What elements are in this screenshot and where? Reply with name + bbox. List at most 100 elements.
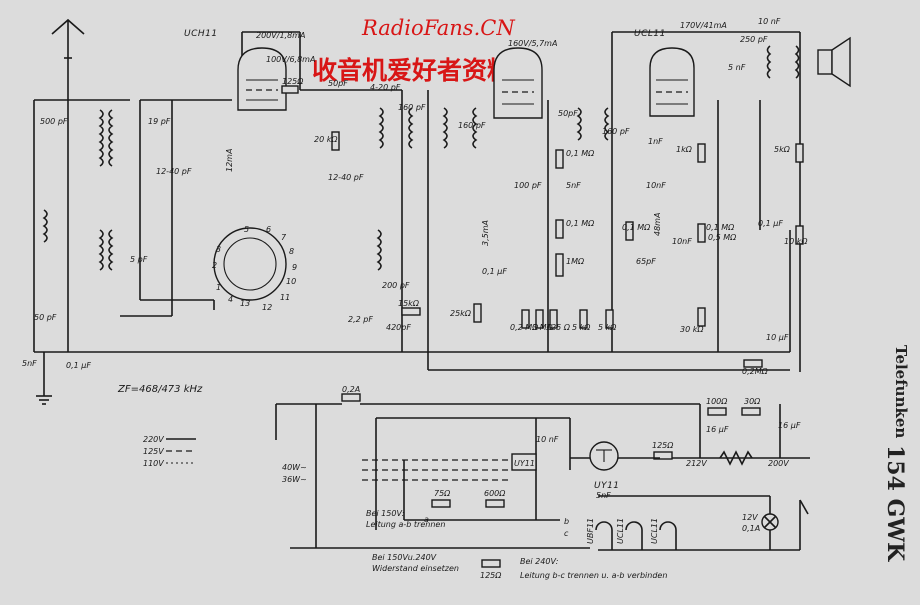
svg-text:0,1 µF: 0,1 µF <box>66 361 91 370</box>
svg-text:11: 11 <box>280 293 290 302</box>
mains-power-36w: 36W~ <box>282 475 307 484</box>
svg-text:30Ω: 30Ω <box>744 397 761 406</box>
svg-text:9: 9 <box>292 263 297 272</box>
voltage-legend: 220V 125V 110V <box>143 435 196 468</box>
svg-text:420pF: 420pF <box>386 323 411 332</box>
svg-text:16 µF: 16 µF <box>706 425 729 434</box>
tube-uy11: UY11 UY11 <box>511 441 620 491</box>
if-coils <box>376 107 610 271</box>
svg-text:48mA: 48mA <box>653 213 662 236</box>
svg-text:100V/6,8mA: 100V/6,8mA <box>266 55 315 64</box>
svg-text:12mA: 12mA <box>225 149 234 172</box>
note-bei240-title: Bei 240V: <box>520 557 559 566</box>
svg-text:125Ω: 125Ω <box>652 441 674 450</box>
svg-text:160 pF: 160 pF <box>398 103 426 112</box>
svg-text:10: 10 <box>286 277 296 286</box>
svg-text:50pF: 50pF <box>328 79 348 88</box>
svg-text:5: 5 <box>244 225 249 234</box>
svg-text:50 pF: 50 pF <box>34 313 57 322</box>
tube-label-uch11: UCH11 <box>184 29 218 39</box>
svg-text:10 nF: 10 nF <box>758 17 781 26</box>
mains-power-40w: 40W~ <box>282 463 307 472</box>
svg-text:600Ω: 600Ω <box>484 489 506 498</box>
svg-text:12-40 pF: 12-40 pF <box>328 173 364 182</box>
svg-text:5kΩ: 5kΩ <box>774 145 791 154</box>
svg-text:0,1 µF: 0,1 µF <box>758 219 783 228</box>
tube-label-ucl11: UCL11 <box>634 29 666 39</box>
svg-text:250 pF: 250 pF <box>740 35 768 44</box>
svg-text:0,1 µF: 0,1 µF <box>482 267 507 276</box>
antenna-coils <box>42 109 114 271</box>
svg-text:5 kΩ: 5 kΩ <box>598 323 617 332</box>
svg-text:1nF: 1nF <box>648 137 663 146</box>
svg-text:100Ω: 100Ω <box>706 397 728 406</box>
svg-text:16 µF: 16 µF <box>778 421 801 430</box>
svg-text:1kΩ: 1kΩ <box>676 145 693 154</box>
svg-text:0,1 MΩ: 0,1 MΩ <box>706 223 735 232</box>
tube-uch11: UCH11 <box>184 29 287 111</box>
svg-text:500 pF: 500 pF <box>40 117 68 126</box>
svg-text:5 pF: 5 pF <box>130 255 148 264</box>
svg-text:0,2MΩ: 0,2MΩ <box>742 367 769 376</box>
tube-ubf11 <box>493 47 543 119</box>
svg-text:0,1 MΩ: 0,1 MΩ <box>622 223 651 232</box>
ground-icon <box>36 352 52 405</box>
waveband-switch[interactable]: 5 6 7 8 9 10 11 12 13 4 1 2 3 <box>212 225 297 312</box>
tube-ucl11: UCL11 <box>634 29 695 117</box>
svg-text:30 kΩ: 30 kΩ <box>680 325 704 334</box>
svg-text:3: 3 <box>216 245 221 254</box>
svg-text:4-20 pF: 4-20 pF <box>370 83 401 92</box>
svg-text:10 µF: 10 µF <box>766 333 789 342</box>
note-bei150-title: Bei 150V: <box>366 509 405 518</box>
svg-text:10nF: 10nF <box>672 237 692 246</box>
svg-text:12-40 pF: 12-40 pF <box>156 167 192 176</box>
if-frequency: ZF=468/473 kHz <box>117 384 203 395</box>
svg-text:5 nF: 5 nF <box>728 63 746 72</box>
note-bei150-240-text: Widerstand einsetzen <box>372 564 459 573</box>
svg-text:7: 7 <box>281 233 287 242</box>
svg-text:13: 13 <box>240 299 250 308</box>
svg-text:2: 2 <box>212 261 217 270</box>
note-bei150-text: Leitung a-b trennen <box>366 520 445 529</box>
svg-text:0,5 MΩ: 0,5 MΩ <box>708 233 737 242</box>
svg-text:UCL11: UCL11 <box>650 518 659 544</box>
svg-text:0,1 MΩ: 0,1 MΩ <box>566 219 595 228</box>
svg-text:10nF: 10nF <box>646 181 666 190</box>
note-bei240-text: Leitung b-c trennen u. a-b verbinden <box>520 571 667 580</box>
svg-text:8: 8 <box>289 247 294 256</box>
svg-text:220V: 220V <box>143 435 164 444</box>
svg-text:125V: 125V <box>143 447 164 456</box>
svg-text:5nF: 5nF <box>566 181 581 190</box>
svg-text:200V/1,8mA: 200V/1,8mA <box>256 31 305 40</box>
svg-text:125 Ω: 125 Ω <box>546 323 571 332</box>
svg-text:5nF: 5nF <box>22 359 37 368</box>
speaker-icon <box>766 36 851 88</box>
svg-text:110V: 110V <box>143 459 164 468</box>
svg-text:15kΩ: 15kΩ <box>398 299 420 308</box>
svg-text:3,5mA: 3,5mA <box>481 220 490 246</box>
watermark-site: RadioFans.CN <box>361 16 515 40</box>
svg-text:160 pF: 160 pF <box>458 121 486 130</box>
svg-text:25kΩ: 25kΩ <box>450 309 472 318</box>
svg-text:3 MΩ: 3 MΩ <box>532 323 554 332</box>
svg-text:200V: 200V <box>768 459 789 468</box>
svg-text:5 kΩ: 5 kΩ <box>572 323 591 332</box>
svg-text:125Ω: 125Ω <box>282 77 304 86</box>
svg-text:a: a <box>424 515 429 524</box>
svg-text:75Ω: 75Ω <box>434 489 451 498</box>
svg-text:1: 1 <box>216 283 221 292</box>
tube-label-uy11: UY11 <box>594 481 620 491</box>
resistor-blocks <box>281 85 804 568</box>
svg-text:2,2 pF: 2,2 pF <box>348 315 373 324</box>
svg-text:160V/5,7mA: 160V/5,7mA <box>508 39 557 48</box>
pilot-lamp-icon <box>761 513 779 531</box>
svg-text:c: c <box>564 529 569 538</box>
svg-text:212V: 212V <box>686 459 707 468</box>
svg-text:5nF: 5nF <box>596 491 611 500</box>
svg-text:50pF: 50pF <box>558 109 578 118</box>
svg-text:160 pF: 160 pF <box>602 127 630 136</box>
svg-text:0,1A: 0,1A <box>742 524 760 533</box>
svg-text:125Ω: 125Ω <box>480 571 502 580</box>
